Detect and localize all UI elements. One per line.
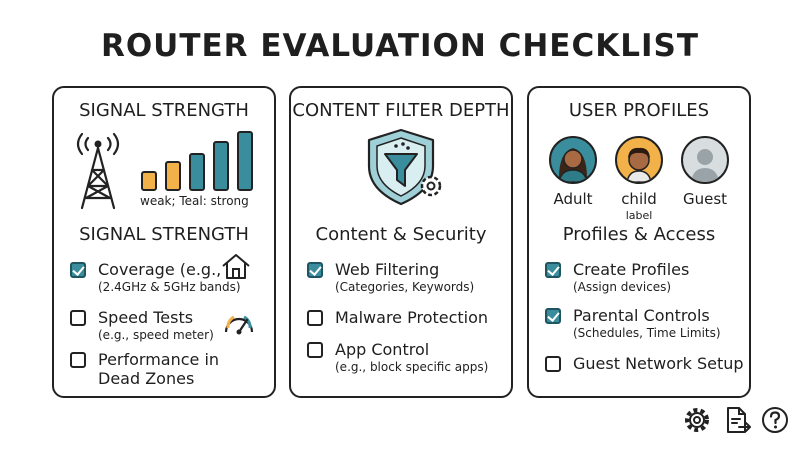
checkbox-unchecked[interactable] [307, 310, 323, 326]
guest-avatar [681, 136, 729, 184]
signal-bars-chart [141, 131, 253, 191]
checkbox-checked[interactable] [307, 262, 323, 278]
card-title: SIGNAL STRENGTH [79, 100, 249, 121]
speedometer-icon [224, 315, 254, 335]
signal-legend: weak; Teal: strong [140, 194, 249, 208]
checkbox-unchecked[interactable] [545, 356, 561, 372]
checkbox-checked[interactable] [545, 308, 561, 324]
checkbox-checked[interactable] [70, 262, 86, 278]
gear-icon[interactable] [682, 405, 712, 435]
profile-label-child: child [621, 190, 657, 208]
child-person-icon [626, 147, 652, 182]
child-avatar [615, 136, 663, 184]
user-profiles-card: USER PROFILES Adult child label Guest Pr… [527, 86, 751, 398]
checkbox-unchecked[interactable] [70, 352, 86, 368]
content-filter-card: CONTENT FILTER DEPTH Content & Security … [289, 86, 513, 398]
section-title: Profiles & Access [562, 224, 716, 245]
section-title: SIGNAL STRENGTH [79, 224, 249, 245]
profile-label-adult: Adult [553, 190, 593, 208]
export-document-icon[interactable] [722, 405, 752, 435]
card-title: CONTENT FILTER DEPTH [292, 100, 510, 121]
guest-person-icon [691, 149, 719, 182]
adult-person-icon [558, 148, 588, 182]
profile-sublabel-child: label [625, 209, 653, 222]
house-icon [222, 254, 250, 279]
signal-strength-card: SIGNAL STRENGTH weak; Teal: strong SIGNA… [52, 86, 276, 398]
profile-label-guest: Guest [682, 190, 728, 208]
checkbox-unchecked[interactable] [307, 342, 323, 358]
checkbox-checked[interactable] [545, 262, 561, 278]
shield-filter-icon [367, 128, 442, 206]
page-title: ROUTER EVALUATION CHECKLIST [100, 28, 700, 64]
help-icon[interactable] [760, 405, 790, 435]
section-title: Content & Security [315, 224, 487, 245]
adult-avatar [549, 136, 597, 184]
checkbox-unchecked[interactable] [70, 310, 86, 326]
card-title: USER PROFILES [568, 100, 710, 121]
cell-tower-icon [76, 132, 120, 210]
